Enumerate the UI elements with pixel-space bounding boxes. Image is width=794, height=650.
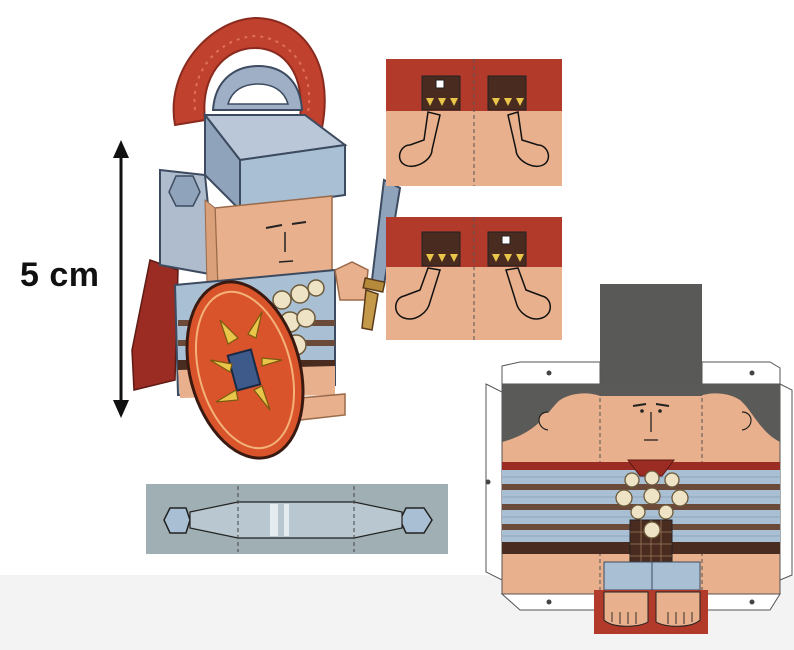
arm-panel-top [386, 59, 562, 186]
net-medallions [615, 470, 689, 539]
height-label: 5 cm [20, 256, 100, 294]
double-headed-vertical-arrow-icon [113, 140, 129, 418]
shield [185, 280, 305, 460]
arm-panel-bottom [386, 217, 562, 340]
top-tab [600, 284, 702, 384]
